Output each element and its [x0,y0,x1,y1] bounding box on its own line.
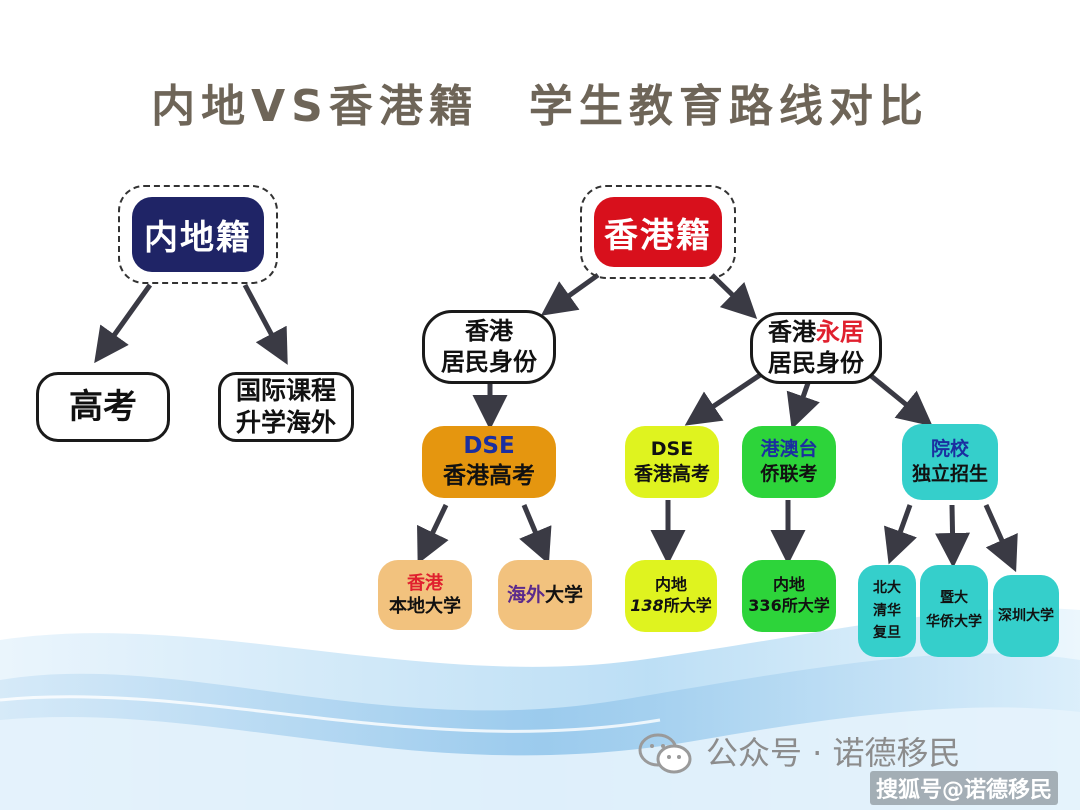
hk-permanent-node: 香港永居 居民身份 [750,312,882,384]
resident-line2: 居民身份 [441,348,537,376]
dse-overseas-label: 海外大学 [506,583,584,606]
indep-target-elite-node: 北大 清华 复旦 [858,565,916,657]
mainland-root-label: 内地籍 [132,197,264,272]
gat-target-line1: 内地 [772,575,805,595]
indep-t2-line1: 暨大 [940,590,968,607]
arrow-perm-dse [684,372,762,426]
indep-target-jinan-node: 暨大 华侨大学 [920,565,988,657]
gat-exam-node: 港澳台 侨联考 [742,426,836,498]
dse-perm-target-node: 内地 138所大学 [625,560,717,632]
gat-target-line2: 336所大学 [748,596,830,615]
indep-t1-line3: 复旦 [873,625,901,642]
arrow-perm-indep [868,373,933,427]
indep-t3-label: 深圳大学 [998,607,1054,624]
resident-line1: 香港 [465,316,513,345]
arrow-mainland-gaokao [94,283,153,364]
arrow-perm-gat [786,382,820,430]
dse-perm-target-line2: 138所大学 [630,596,712,615]
arrow-dse-overseas [519,504,552,565]
indep-admission-node: 院校 独立招生 [902,424,998,500]
page-title: 内地VS香港籍 学生教育路线对比 [151,81,929,132]
intl-line2: 升学海外 [235,408,336,437]
intl-course-node: 国际课程 升学海外 [218,372,354,442]
arrow-indep-t1 [884,504,917,565]
indep-line1: 院校 [930,438,969,461]
gaokao-label: 高考 [69,386,137,427]
arrow-mainland-intl [242,283,288,365]
hk-root-node: 香港籍 [580,185,736,279]
indep-t1-line1: 北大 [873,580,901,597]
indep-target-szu-node: 深圳大学 [993,575,1059,657]
dse-local-line2: 本地大学 [389,596,461,617]
arrow-indep-t3 [983,503,1018,573]
hk-resident-node: 香港 居民身份 [422,310,556,384]
dse-perm-line1: DSE [650,438,694,461]
gat-line1: 港澳台 [760,438,818,461]
mainland-root-node: 内地籍 [118,185,278,284]
indep-t2-line2: 华侨大学 [926,614,982,630]
gat-line2: 侨联考 [760,463,818,485]
dse-perm-target-line1: 内地 [654,575,687,595]
dse-overseas-univ-node: 海外大学 [498,560,592,630]
arrow-dse-local [417,503,449,565]
gaokao-node: 高考 [36,372,170,442]
wechat-account-label: 公众号 · 诺德移民 [706,734,961,772]
dse-local-univ-node: 香港 本地大学 [378,560,472,630]
indep-line2: 独立招生 [911,463,988,485]
dse-main-line2: 香港高考 [443,463,535,489]
dse-perm-line2: 香港高考 [633,463,710,485]
dse-local-line1: 香港 [407,572,443,594]
dse-main-node: DSE 香港高考 [422,426,556,498]
dse-main-line1: DSE [463,433,515,460]
indep-t1-line2: 清华 [873,602,901,619]
hk-root-label: 香港籍 [594,197,722,267]
gat-target-node: 内地 336所大学 [742,560,836,632]
permanent-line2: 居民身份 [768,349,864,377]
wechat-icon [638,733,692,774]
dse-perm-node: DSE 香港高考 [625,426,719,498]
intl-line1: 国际课程 [235,375,336,405]
watermark-text: 搜狐号@诺德移民 [869,771,1058,805]
permanent-line1: 香港永居 [768,317,864,346]
arrow-hk-permanent [710,273,758,319]
arrow-indep-t2 [935,504,971,568]
arrow-hk-resident [540,272,600,316]
